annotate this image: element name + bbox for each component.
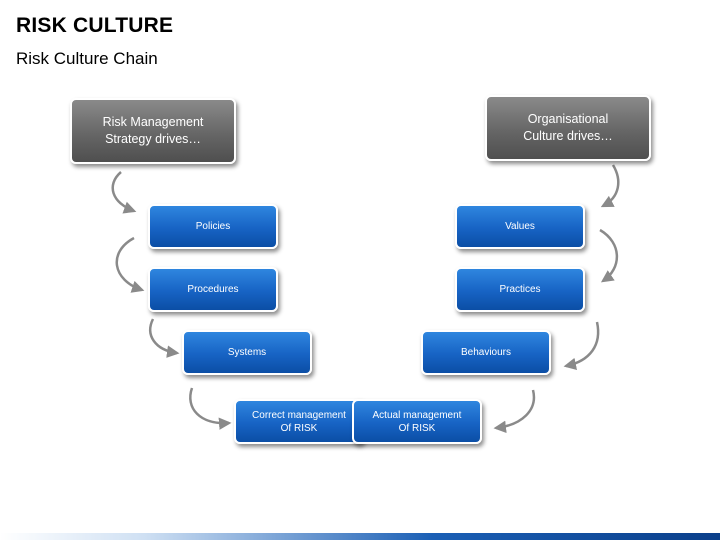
actual-management-box: Actual management Of RISK (352, 399, 482, 444)
organisational-culture-box: Organisational Culture drives… (485, 95, 651, 161)
practices-box: Practices (455, 267, 585, 312)
behaviours-box: Behaviours (421, 330, 551, 375)
arrow-right-2 (599, 228, 619, 283)
arrow-left-2 (115, 236, 145, 293)
arrow-left-4 (189, 387, 232, 430)
page-title: RISK CULTURE (16, 14, 174, 37)
systems-box: Systems (182, 330, 312, 375)
risk-management-strategy-box: Risk Management Strategy drives… (70, 98, 236, 164)
values-box: Values (455, 204, 585, 249)
footer-accent-bar (0, 533, 720, 540)
procedures-box: Procedures (148, 267, 278, 312)
arrow-right-1 (600, 164, 620, 208)
arrow-right-4 (493, 389, 536, 434)
correct-management-box: Correct management Of RISK (234, 399, 364, 444)
page-subtitle: Risk Culture Chain (16, 49, 158, 68)
arrow-left-3 (149, 318, 180, 358)
policies-box: Policies (148, 204, 278, 249)
arrow-right-3 (563, 321, 600, 371)
arrow-left-1 (111, 171, 137, 214)
